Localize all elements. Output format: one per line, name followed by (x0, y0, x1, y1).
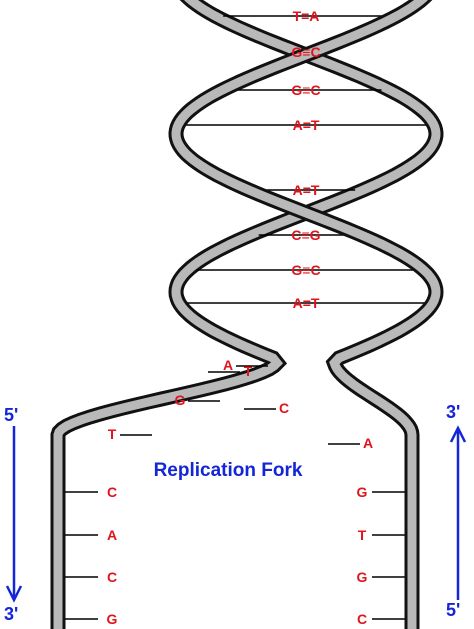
fork-base-left: G (175, 392, 186, 408)
base-pair-label: A=T (293, 295, 320, 311)
left-direction-arrow (5, 426, 23, 603)
left-strand-base: G (107, 611, 118, 627)
right-strand-base: C (357, 611, 367, 627)
right-bottom-end-label: 5' (446, 600, 460, 620)
right-strand-base: G (357, 569, 368, 585)
base-pair-label: G≡C (291, 82, 320, 98)
left-strand-base: C (107, 569, 117, 585)
left-strand-base: A (107, 527, 117, 543)
base-pair-label: G≡C (291, 44, 320, 60)
right-direction-arrow (449, 425, 467, 600)
front-backbone-strand (168, 0, 444, 629)
backbone-strand-right (168, 0, 444, 629)
left-bottom-end-label: 3' (4, 604, 18, 624)
base-pair-label: A=T (293, 182, 320, 198)
fork-base-right: T (244, 363, 253, 379)
fork-base-right: A (363, 435, 373, 451)
base-pair-label: A=T (293, 117, 320, 133)
base-pair-label: C≡G (291, 227, 320, 243)
base-pair-rungs (65, 15, 426, 620)
right-strand-base: G (357, 484, 368, 500)
right-strand-base: T (358, 527, 367, 543)
fork-base-left: T (108, 426, 117, 442)
base-labels: T=A G≡C G≡C A=T A=T C≡G G≡C A=T A G T T C A C A C G G T G C (107, 8, 374, 627)
left-strand-base: C (107, 484, 117, 500)
replication-fork-title: Replication Fork (154, 460, 303, 481)
left-top-end-label: 5' (4, 405, 18, 425)
fork-base-right: C (279, 400, 289, 416)
right-top-end-label: 3' (446, 402, 460, 422)
base-pair-label: G≡C (291, 262, 320, 278)
base-pair-label: T=A (293, 8, 320, 24)
fork-base-left: A (223, 357, 233, 373)
